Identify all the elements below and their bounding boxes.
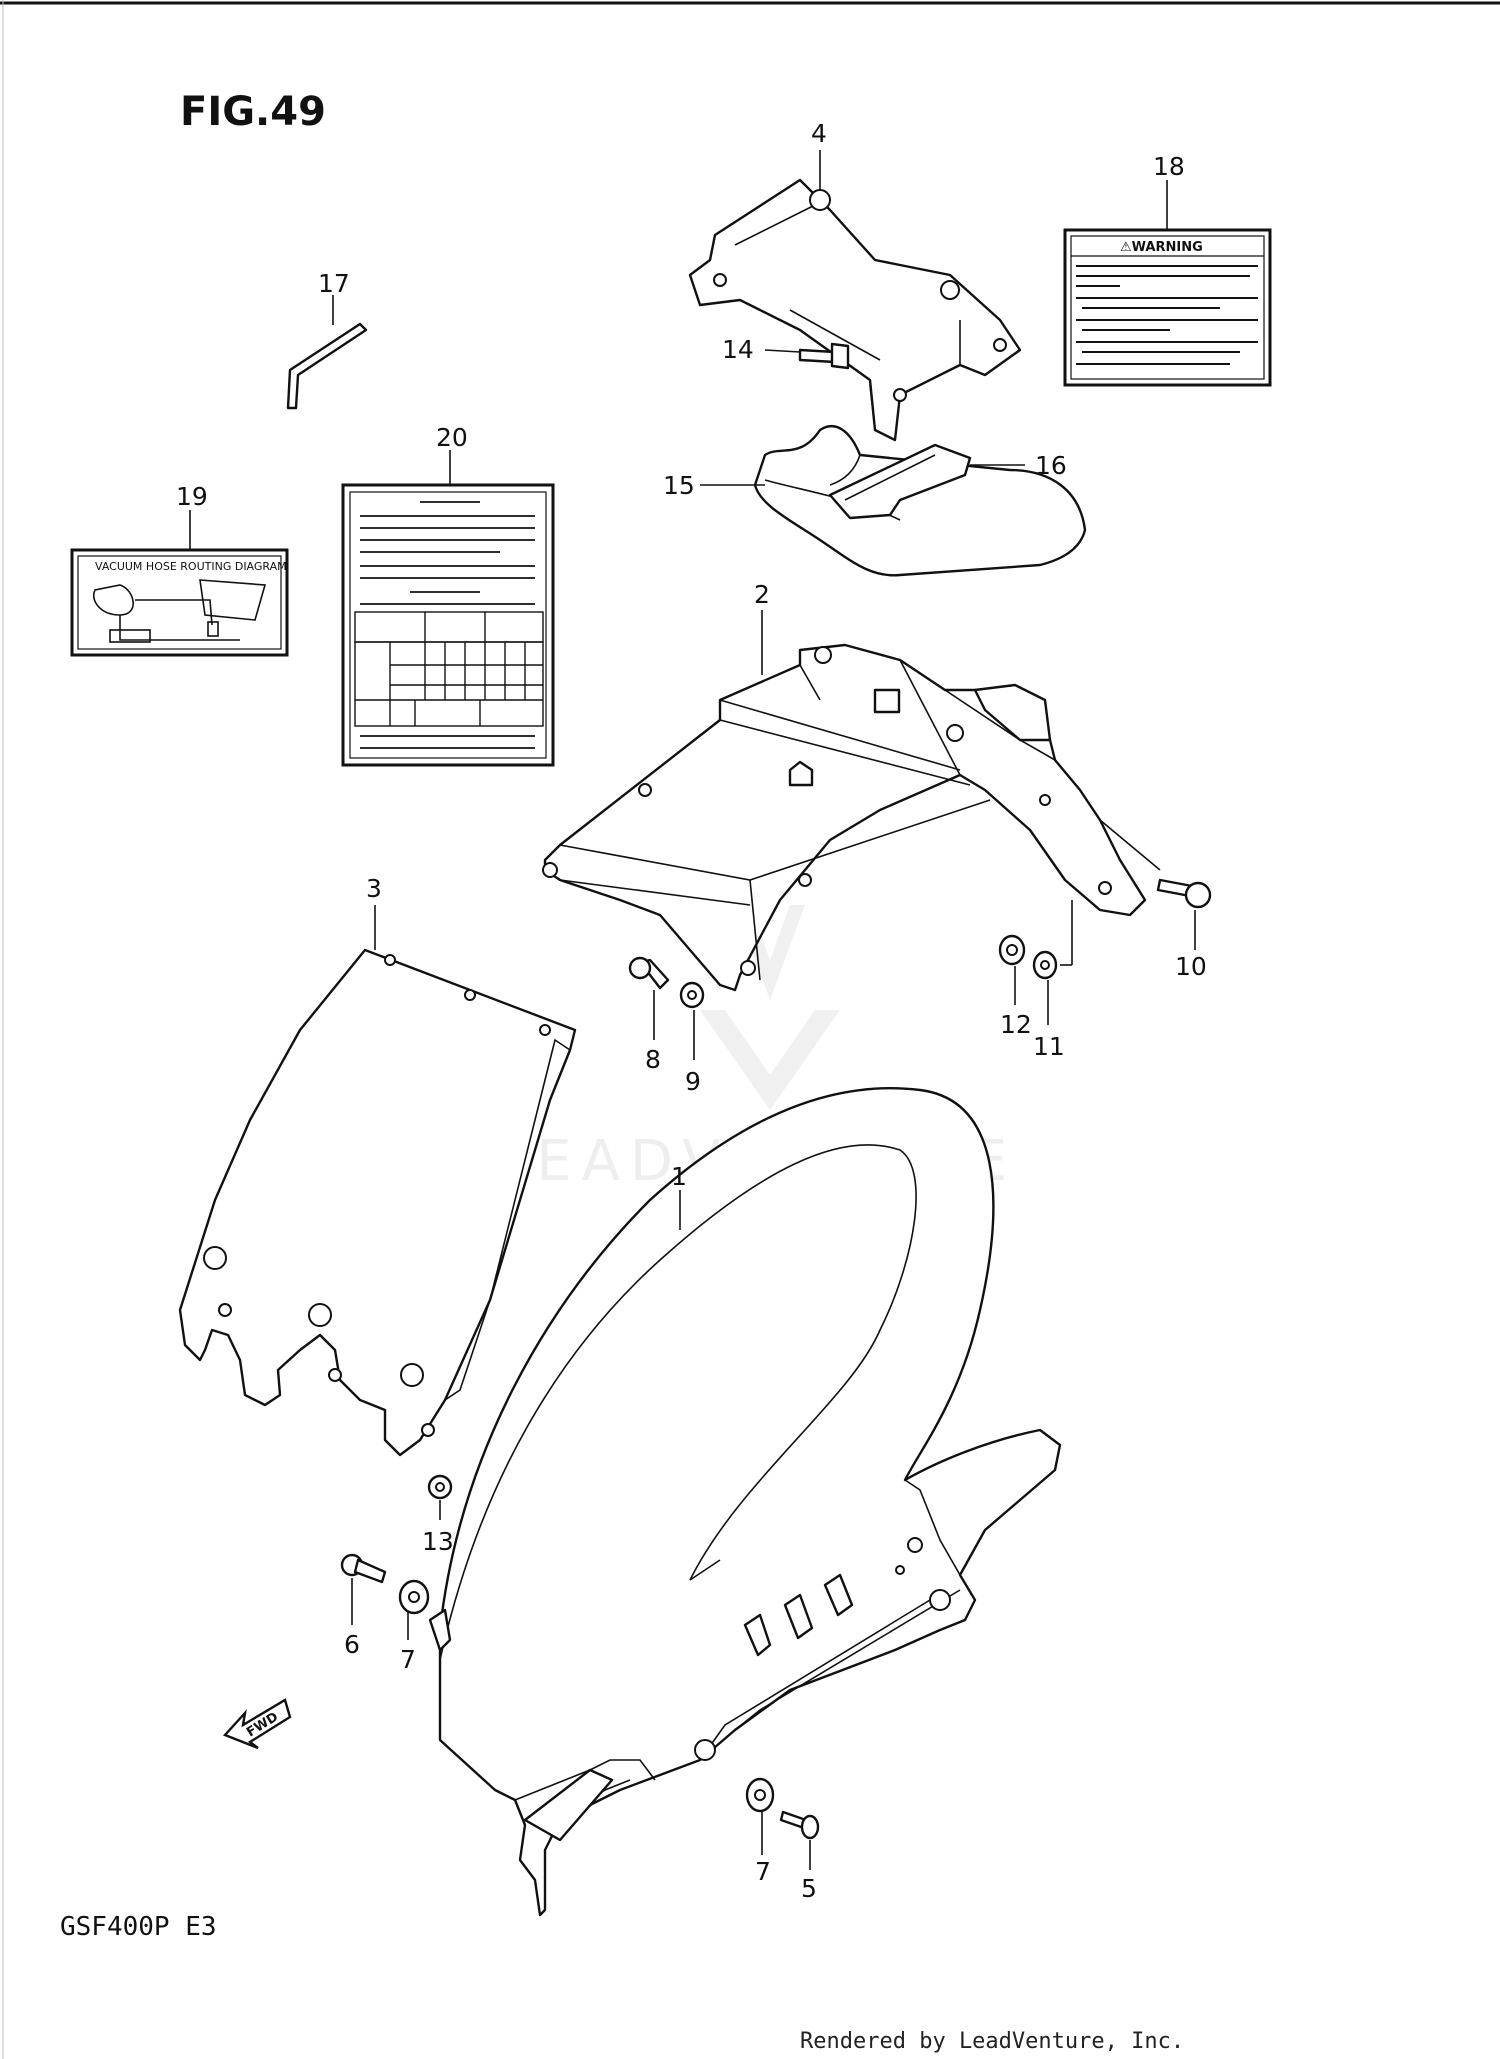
part-label-9: 9: [685, 1067, 701, 1096]
part-label-13: 13: [422, 1527, 454, 1556]
part-9-washer: [679, 981, 705, 1009]
part-6-bolt: [340, 1553, 387, 1584]
part-7-washer-bottom: [745, 1777, 775, 1813]
part-18-warning-label: ⚠WARNING: [1063, 228, 1272, 387]
part-label-10: 10: [1175, 952, 1207, 981]
part-label-16: 16: [1035, 451, 1067, 480]
part-17-hex-key: [286, 322, 368, 410]
part-label-15: 15: [663, 471, 695, 500]
part-8-bolt: [628, 956, 670, 990]
part-1-rear-fender: [428, 1086, 1062, 1917]
part-20-info-label: [341, 483, 555, 767]
fwd-arrow-icon: FWD: [222, 1698, 292, 1750]
leader-10: [1099, 819, 1161, 871]
part-11-washer: [1032, 950, 1058, 980]
model-code: GSF400P E3: [60, 1912, 217, 1942]
part-15-tool-tray: [753, 424, 1087, 577]
part-label-6: 6: [344, 1630, 360, 1659]
part-5-bolt: [779, 1810, 820, 1840]
part-14-bolt: [798, 342, 850, 370]
part-label-18: 18: [1153, 152, 1185, 181]
leader-14: [764, 349, 801, 353]
warning-label-title: ⚠WARNING: [1120, 240, 1203, 255]
part-label-7a: 7: [400, 1645, 416, 1674]
part-13-nut: [427, 1474, 453, 1500]
part-label-14: 14: [722, 335, 754, 364]
part-3-mud-flap: [178, 948, 577, 1457]
part-label-19: 19: [176, 482, 208, 511]
part-label-12: 12: [1000, 1010, 1032, 1039]
part-12-nut: [998, 934, 1026, 966]
part-10-bolt: [1156, 878, 1212, 909]
part-label-2: 2: [754, 580, 770, 609]
part-label-4: 4: [811, 119, 827, 148]
part-label-1: 1: [671, 1162, 687, 1191]
rendered-by-credit: Rendered by LeadVenture, Inc.: [800, 2029, 1184, 2054]
part-7-washer-left: [398, 1579, 430, 1615]
figure-title: FIG.49: [180, 89, 326, 135]
part-label-7b: 7: [755, 1857, 771, 1886]
part-label-11: 11: [1033, 1032, 1065, 1061]
part-label-3: 3: [366, 874, 382, 903]
part-2-rear-fender-bracket: [542, 643, 1147, 992]
part-19-vacuum-label: VACUUM HOSE ROUTING DIAGRAM: [70, 548, 289, 657]
vacuum-label-title: VACUUM HOSE ROUTING DIAGRAM: [95, 560, 287, 573]
part-label-5: 5: [801, 1874, 817, 1903]
part-4-bracket: [688, 178, 1022, 442]
part-label-20: 20: [436, 423, 468, 452]
part-label-17: 17: [318, 269, 350, 298]
part-16-strap: [828, 443, 972, 520]
part-label-8: 8: [645, 1045, 661, 1074]
